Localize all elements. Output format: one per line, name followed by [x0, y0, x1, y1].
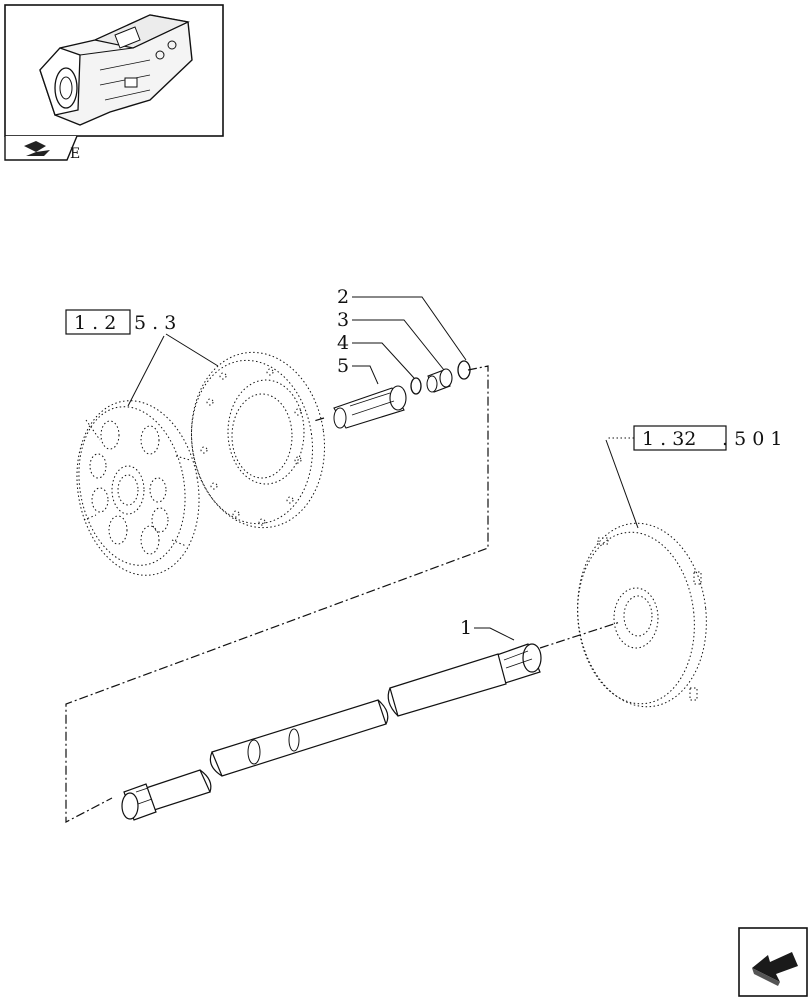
reference-label-a[interactable]: 1 . 2 5 . 3 — [65, 309, 176, 335]
callout-1[interactable]: 1 — [460, 617, 472, 639]
reference-a-rest-text: 5 . 3 — [134, 312, 176, 334]
damper-disc[interactable] — [64, 391, 213, 585]
thumbnail-tab[interactable] — [4, 135, 78, 161]
leader-ref-a-to-damper — [127, 335, 165, 407]
leader-5 — [352, 365, 379, 385]
callout-4[interactable]: 4 — [337, 332, 349, 354]
main-shaft[interactable] — [121, 643, 542, 821]
next-page-arrow-button[interactable] — [738, 927, 808, 997]
clutch-plate[interactable] — [569, 517, 716, 713]
transmission-housing-icon — [39, 14, 193, 126]
reference-label-b[interactable]: 1 . 32 . 5 0 1 — [633, 425, 782, 451]
leader-ref-b-to-plate — [605, 439, 639, 529]
reference-b-rest-text: . 5 0 1 — [722, 428, 782, 450]
next-page-arrow-icon — [752, 952, 798, 986]
assembly-axis-line — [65, 365, 489, 823]
thumbnail-label: E — [70, 146, 80, 162]
bushing[interactable] — [426, 368, 453, 393]
leader-ref-a-to-flywheel — [165, 333, 219, 367]
reference-a-boxed-text: 1 . 2 — [74, 312, 116, 334]
splined-shaft-small[interactable] — [333, 385, 407, 429]
leader-2 — [352, 296, 467, 361]
snap-ring[interactable] — [410, 377, 422, 395]
callout-2[interactable]: 2 — [337, 286, 349, 308]
leader-4 — [352, 342, 415, 379]
leader-1 — [474, 627, 515, 641]
flywheel[interactable] — [180, 344, 335, 537]
callout-3[interactable]: 3 — [337, 309, 349, 331]
callout-5[interactable]: 5 — [337, 355, 349, 377]
reference-b-boxed-text: 1 . 32 — [642, 428, 696, 450]
thumbnail-frame[interactable] — [4, 4, 224, 137]
axis-line-flywheel — [313, 417, 325, 422]
book-arrow-icon — [24, 141, 50, 156]
leader-3 — [352, 319, 445, 371]
